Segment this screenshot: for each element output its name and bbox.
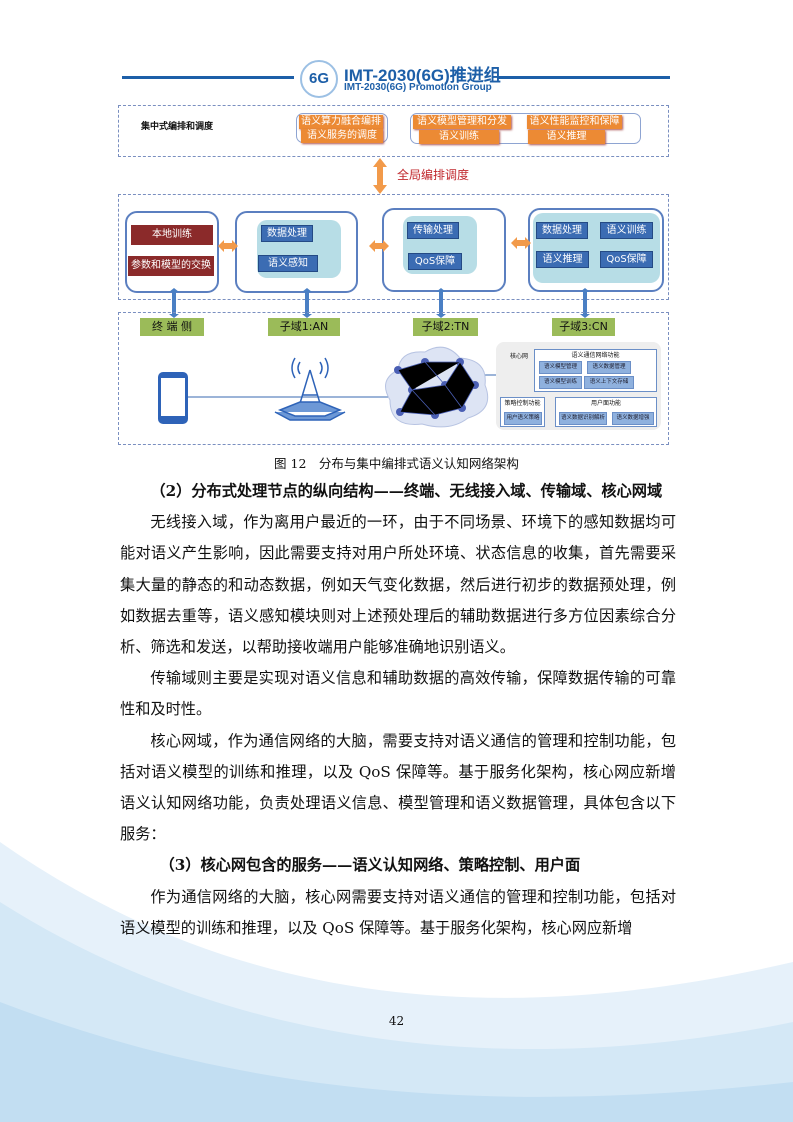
physical-network-box [118,312,669,445]
core-item: 语义上下文存储 [584,376,634,389]
global-orchestration-label: 全局编排调度 [397,168,470,182]
terminal-item: 参数和模型的交换 [128,256,214,276]
paragraph: 无线接入域，作为离用户最近的一环，由于不同场景、环境下的感知数据均可能对语义产生… [120,513,676,657]
policy-control-title: 策略控制功能 [504,400,541,407]
page-number: 42 [388,1014,405,1028]
central-item: 语义算力融合编排 [299,115,383,129]
semantic-function-title: 语义通信网络功能 [571,352,620,359]
header-rule-left [122,76,294,79]
core-item: 语义数据管理 [587,361,631,374]
domain-label-an: 子域1:AN [268,318,340,336]
double-arrow-icon [218,240,238,252]
vertical-link-arrows [169,288,590,318]
central-item: 语义性能监控和保障 [527,115,622,129]
background-wave-decoration [0,842,793,1122]
an-item: 数据处理 [261,225,313,242]
header-subtitle: IMT-2030(6G) Promotion Group [344,82,492,93]
cn-item: 语义训练 [600,222,653,239]
user-plane-title: 用户面功能 [590,400,621,407]
antenna-tower-icon [274,357,346,421]
central-item: 语义训练 [419,130,499,144]
network-topology-illustration [158,346,496,428]
distributed-nodes-box [118,194,669,300]
cn-item: QoS保障 [600,251,653,268]
domain-label-terminal: 终 端 侧 [140,318,204,336]
core-item: 语义模型训练 [539,376,582,389]
transport-cloud-icon [385,346,489,428]
double-arrow-icon [369,240,389,252]
an-item: 语义感知 [258,255,318,272]
domain-label-cn: 子域3:CN [552,318,615,336]
core-item: 用户语义策略 [504,412,542,425]
tn-item: 传输处理 [407,222,459,239]
double-arrow-vertical-icon [373,158,387,194]
section-heading-2: （2）分布式处理节点的纵向结构——终端、无线接入域、传输域、核心网域 [150,482,663,500]
paragraph: 核心网域，作为通信网络的大脑，需要支持对语义通信的管理和控制功能，包括对语义模型… [120,731,676,844]
core-network-title: 核心网 [509,353,528,360]
section-heading-3: （3）核心网包含的服务——语义认知网络、策略控制、用户面 [159,856,581,875]
central-item: 语义模型管理和分发 [413,115,511,129]
paragraph: 作为通信网络的大脑，核心网需要支持对语义通信的管理和控制功能，包括对语义模型的训… [120,887,676,937]
logo-icon: 6G [300,60,338,98]
header-rule-right [498,76,670,79]
central-item: 语义推理 [528,130,605,144]
central-item: 语义服务的调度 [301,129,383,143]
core-item: 语义数据增强 [612,412,654,425]
terminal-node [125,211,219,293]
figure-caption: 图 12 分布与集中编排式语义认知网络架构 [274,456,519,471]
paragraph: 传输域则主要是实现对语义信息和辅助数据的高效传输，保障数据传输的可靠性和及时性。 [120,669,676,719]
core-item: 语义数据识别解析 [559,412,607,425]
tn-item: QoS保障 [408,253,462,270]
cn-item: 数据处理 [536,222,588,239]
double-arrow-icon [511,237,531,249]
smartphone-icon [158,372,188,424]
header-title: IMT-2030(6G)推进组 [344,66,501,85]
central-orchestration-box [118,105,669,157]
terminal-item: 本地训练 [131,225,213,245]
core-item: 语义模型管理 [539,361,582,374]
central-label: 集中式编排和调度 [141,122,214,132]
domain-label-tn: 子域2:TN [413,318,478,336]
cn-item: 语义推理 [536,251,589,268]
